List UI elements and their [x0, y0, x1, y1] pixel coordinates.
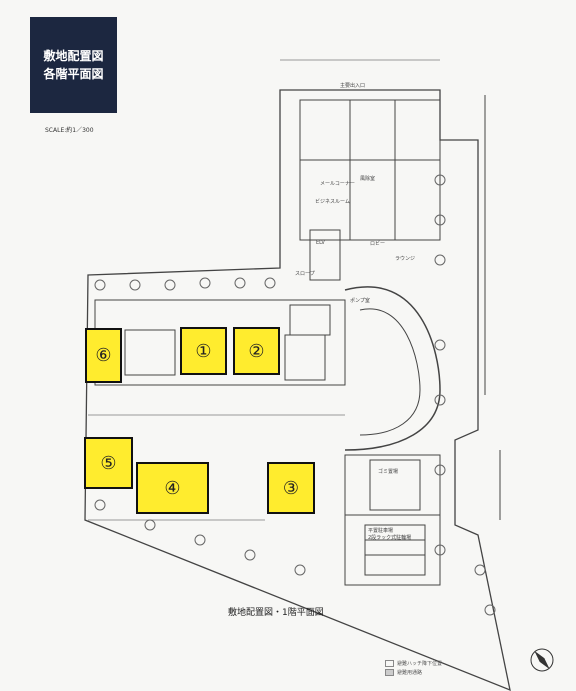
zone-5: ⑤: [84, 437, 133, 489]
legend: 避難ハッチ降下位置 避難用通路: [385, 660, 442, 678]
legend-label-2: 避難用通路: [397, 670, 423, 676]
zone-1: ①: [180, 327, 227, 375]
title-line1: 敷地配置図: [43, 49, 104, 63]
label-parking: 平置駐車場: [368, 528, 394, 534]
title-box: 敷地配置図 各階平面図: [30, 17, 117, 113]
label-lounge: ラウンジ: [395, 256, 416, 262]
label-business-room: ビジネスルーム: [315, 199, 350, 205]
label-lobby: ロビー: [370, 241, 386, 247]
legend-item-2: 避難用通路: [385, 669, 442, 678]
label-elv: ELV: [316, 240, 325, 246]
legend-label-1: 避難ハッチ降下位置: [397, 661, 443, 667]
zone-2: ②: [233, 327, 280, 375]
label-mail-corner: メールコーナー: [320, 181, 355, 187]
label-pump-room: ポンプ室: [350, 298, 370, 304]
label-bicycle: 2段ラック式駐輪場: [368, 535, 412, 541]
label-garbage: ゴミ置場: [378, 469, 399, 475]
label-slope: スロープ: [295, 271, 315, 277]
legend-swatch-1: [385, 660, 394, 667]
zone-3: ③: [267, 462, 315, 514]
title-line2: 各階平面図: [43, 67, 104, 81]
north-arrow-icon: [530, 648, 554, 672]
label-entrance: 主要出入口: [340, 83, 366, 89]
zone-4: ④: [136, 462, 209, 514]
zone-6: ⑥: [85, 328, 122, 383]
plan-caption: 敷地配置図・1階平面図: [228, 608, 324, 618]
legend-swatch-2: [385, 669, 394, 676]
legend-item-1: 避難ハッチ降下位置: [385, 660, 442, 669]
scale-label: SCALE:約1／300: [45, 127, 94, 134]
label-frontage: 風除室: [360, 176, 376, 182]
